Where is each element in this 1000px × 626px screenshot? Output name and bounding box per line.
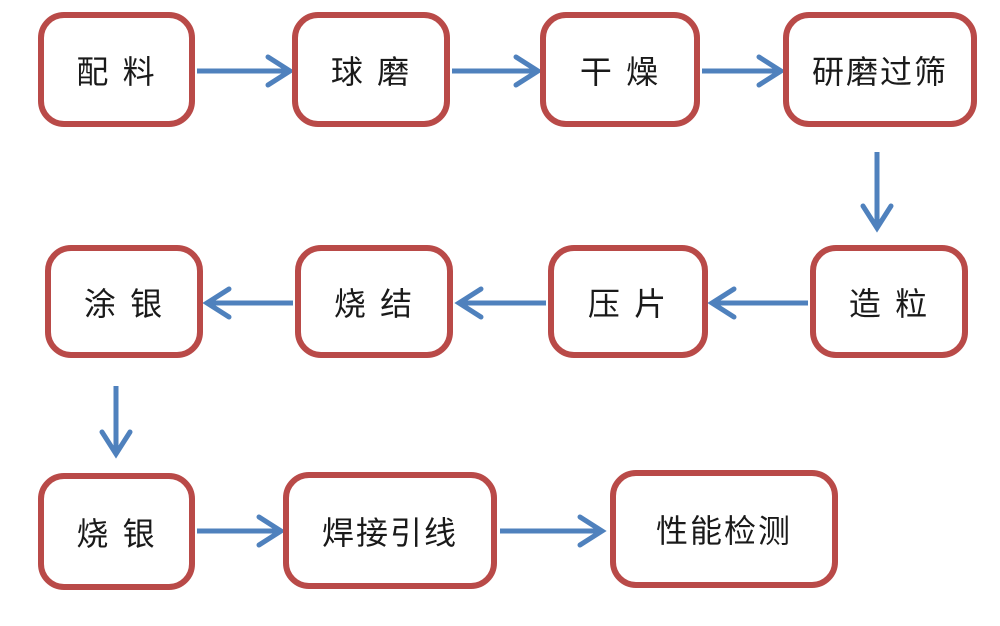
flow-node-shaojie: 烧 结 bbox=[295, 245, 453, 358]
flow-node-ganzao: 干 燥 bbox=[540, 12, 700, 127]
flow-node-hanjie-yinxian: 焊接引线 bbox=[283, 472, 497, 589]
flow-node-yapian: 压 片 bbox=[548, 245, 708, 358]
flow-node-qiumo: 球 磨 bbox=[292, 12, 450, 127]
flow-node-tuyin: 涂 银 bbox=[45, 245, 203, 358]
flow-node-yanmo-guoshai: 研磨过筛 bbox=[783, 12, 977, 127]
flow-node-zaoli: 造 粒 bbox=[810, 245, 968, 358]
flow-node-shaoyin: 烧 银 bbox=[38, 473, 195, 590]
flow-node-xingneng-jiance: 性能检测 bbox=[610, 470, 838, 588]
flow-node-peiliao: 配 料 bbox=[38, 12, 195, 127]
